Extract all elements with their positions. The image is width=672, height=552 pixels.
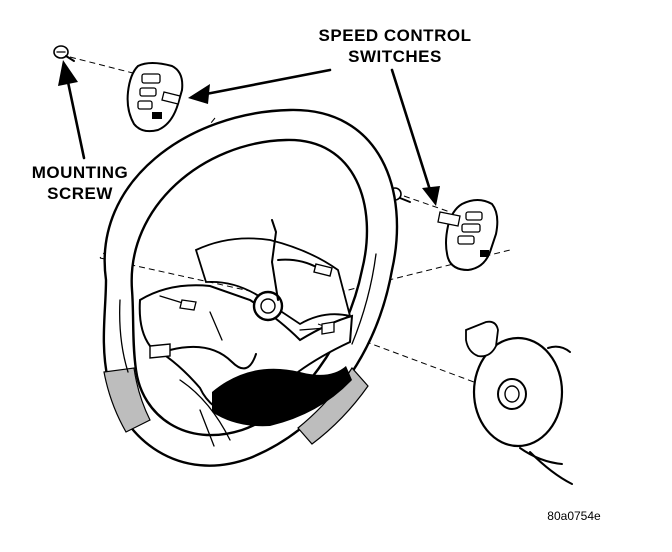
- right-speed-control-switch: [437, 199, 499, 272]
- steering-column-opening: [252, 290, 284, 322]
- arrow-to-mounting-screw: [58, 60, 86, 160]
- arrow-to-left-switch: [188, 68, 332, 104]
- clockspring-assembly: [465, 320, 573, 485]
- left-speed-control-switch: [126, 62, 184, 133]
- speed-control-label-line1: SPEED CONTROL: [319, 26, 472, 45]
- figure-reference-id: 80a0754e: [547, 509, 601, 523]
- mounting-screw-label-line2: SCREW: [47, 184, 113, 203]
- wiring-harness: [149, 219, 335, 370]
- speed-control-label-line2: SWITCHES: [348, 47, 442, 66]
- arrow-to-right-switch: [390, 68, 440, 206]
- steering-wheel-hub: [138, 237, 354, 447]
- mounting-screw-label-line1: MOUNTING: [32, 163, 129, 182]
- left-mounting-screw: [53, 45, 75, 62]
